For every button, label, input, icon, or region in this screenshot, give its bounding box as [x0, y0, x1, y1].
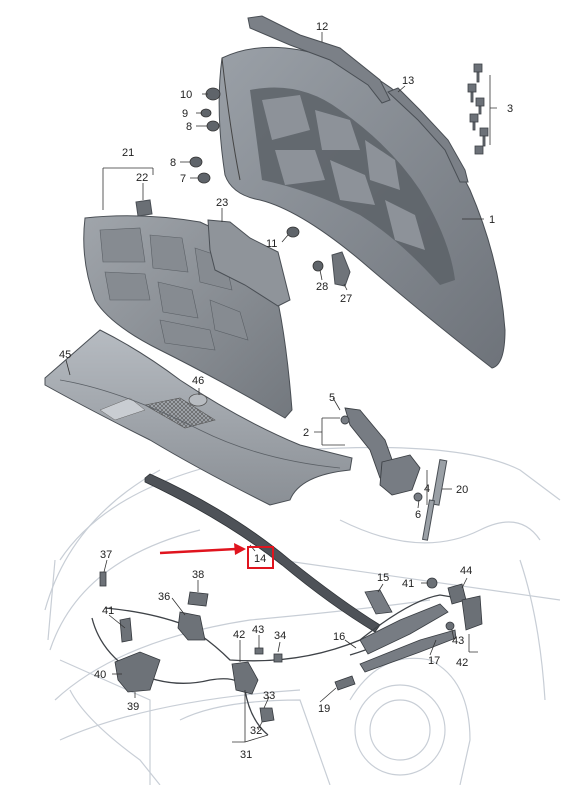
- label-5: 5: [329, 392, 335, 404]
- label-36: 39: [127, 701, 139, 713]
- gas-strut-20: [421, 459, 448, 541]
- bracket-27: [331, 251, 351, 287]
- label-23: 23: [216, 197, 228, 209]
- label-28: 28: [316, 281, 328, 293]
- label-44: 44: [460, 565, 472, 577]
- label-16: 16: [333, 631, 345, 643]
- plug-46: [188, 393, 208, 407]
- label-7: 7: [180, 173, 186, 185]
- label-3: 3: [507, 103, 513, 115]
- label-9: 9: [182, 108, 188, 120]
- label-45: 45: [59, 349, 71, 361]
- hinge-assembly: [340, 407, 423, 502]
- label-40: 43: [252, 624, 264, 636]
- seal-strip-13: [387, 87, 469, 183]
- label-22: 22: [136, 172, 148, 184]
- label-41: 41: [402, 578, 414, 590]
- insulation-23: [207, 219, 291, 307]
- label-29: 31: [240, 749, 252, 761]
- clip-22: [135, 199, 153, 217]
- label-15: 15: [377, 572, 389, 584]
- label-37: 40: [94, 669, 106, 681]
- label-12: 12: [316, 21, 328, 33]
- label-33: 36: [158, 591, 170, 603]
- label-4: 4: [424, 483, 430, 495]
- car-body-outline: [44, 446, 561, 785]
- label-21: 21: [122, 147, 134, 159]
- engine-hood: [218, 46, 506, 369]
- label-10: 10: [180, 89, 192, 101]
- label-8b: 8: [170, 157, 176, 169]
- label-39: 42: [233, 629, 245, 641]
- release-handle: [359, 589, 457, 673]
- latch-parts: [99, 571, 356, 723]
- label-2: 2: [303, 427, 309, 439]
- label-19: 19: [318, 703, 330, 715]
- label-11: 11: [266, 238, 277, 250]
- label-14: 14: [254, 553, 266, 565]
- label-1: 1: [489, 214, 495, 226]
- fastener-set-3: [467, 63, 489, 155]
- seal-strip-14: [144, 473, 381, 633]
- label-35: 38: [192, 569, 204, 581]
- label-38: 41: [102, 605, 114, 617]
- label-42: 42: [456, 657, 468, 669]
- label-8a: 8: [186, 121, 192, 133]
- leader-lines: [65, 32, 497, 743]
- highlight-arrow: [159, 543, 246, 555]
- callout-labels: 12 13 3 1 10 9 8 8 7 21 22 23 11 28 27 4…: [59, 21, 513, 761]
- label-27: 27: [340, 293, 352, 305]
- label-30: 32: [250, 725, 262, 737]
- label-6: 6: [415, 509, 421, 521]
- label-46: 46: [192, 375, 204, 387]
- label-34: 37: [100, 549, 112, 561]
- cowl-panel-45: [44, 329, 353, 506]
- label-43: 43: [452, 635, 464, 647]
- label-17: 17: [428, 655, 440, 667]
- label-31: 33: [263, 690, 275, 702]
- label-13: 13: [402, 75, 414, 87]
- bracket-42-44: [426, 577, 483, 631]
- label-20: 20: [456, 484, 468, 496]
- clips: [189, 87, 324, 272]
- highlight-box-14: [247, 546, 274, 569]
- seal-strip-12: [247, 15, 391, 104]
- label-32: 34: [274, 630, 286, 642]
